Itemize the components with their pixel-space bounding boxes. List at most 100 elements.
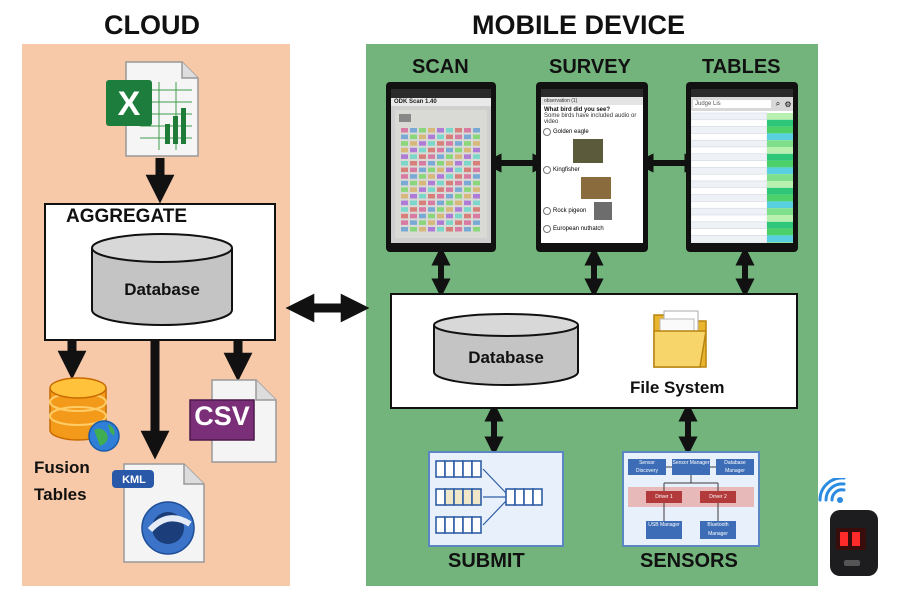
scan-form-cell bbox=[473, 200, 480, 206]
queue-slot bbox=[471, 516, 482, 534]
survey-option-3[interactable]: Rock pigeon bbox=[541, 199, 643, 223]
scan-form-cell bbox=[464, 167, 471, 173]
scan-form-cell bbox=[455, 194, 462, 199]
table-highlight-cell bbox=[767, 174, 793, 181]
tables-search-input[interactable]: Judge Lis bbox=[693, 100, 771, 108]
scan-screen-title: ODK Scan 1.40 bbox=[391, 98, 491, 106]
scan-form-cell bbox=[473, 174, 480, 179]
scan-form-cell bbox=[419, 141, 426, 146]
queue-slot bbox=[462, 460, 473, 478]
scan-form-cell bbox=[455, 187, 462, 192]
survey-top-bar: observation (1) bbox=[541, 97, 643, 105]
scan-form-cell bbox=[401, 207, 408, 212]
scan-form-cell bbox=[410, 154, 417, 159]
scan-form-cell bbox=[410, 187, 417, 192]
survey-phone: observation (1) What bird did you see? S… bbox=[536, 82, 648, 252]
scan-form-cell bbox=[410, 180, 417, 186]
scan-form-cell bbox=[437, 167, 444, 173]
scan-form-cell bbox=[464, 154, 471, 159]
scan-form-cell bbox=[446, 180, 453, 186]
scan-form-cell bbox=[401, 154, 408, 159]
kml-badge-label: KML bbox=[122, 474, 146, 486]
scan-form-cell bbox=[446, 141, 453, 146]
table-row bbox=[691, 221, 768, 229]
survey-screen: observation (1) What bird did you see? S… bbox=[541, 89, 643, 243]
scan-form-cell bbox=[428, 207, 435, 212]
table-highlight-cell bbox=[767, 228, 793, 236]
queue-slot bbox=[453, 516, 464, 534]
scan-form-cell bbox=[428, 141, 435, 146]
survey-option-4[interactable]: European nuthatch bbox=[541, 223, 643, 235]
queue-slot bbox=[514, 488, 525, 506]
scan-form-cell bbox=[446, 187, 453, 192]
scan-form-cell bbox=[464, 207, 471, 212]
settings-icon[interactable]: ⚙ bbox=[784, 99, 792, 109]
table-highlight-cell bbox=[767, 140, 793, 147]
table-row bbox=[691, 112, 768, 121]
scan-form-cell bbox=[419, 213, 426, 219]
survey-option-2[interactable]: Kingfisher bbox=[541, 163, 643, 177]
scan-form-cell bbox=[428, 128, 435, 133]
scan-form-cell bbox=[419, 128, 426, 133]
search-icon[interactable]: ⌕ bbox=[775, 99, 781, 108]
aggregate-label: AGGREGATE bbox=[66, 206, 188, 227]
scan-form-cell bbox=[401, 200, 408, 206]
survey-option-label: Kingfisher bbox=[553, 167, 580, 173]
scan-form-cell bbox=[410, 207, 417, 212]
scan-form-cell bbox=[446, 213, 453, 219]
scan-form-cell bbox=[473, 180, 480, 186]
scan-form-cell bbox=[455, 174, 462, 179]
queue-connector bbox=[482, 500, 507, 526]
scan-form-cell bbox=[410, 161, 417, 166]
scan-label: SCAN bbox=[412, 56, 469, 78]
scan-form-cell bbox=[473, 141, 480, 146]
scan-form-cell bbox=[437, 220, 444, 225]
tables-screen: Judge Lis ⌕ ⚙ bbox=[691, 89, 793, 243]
scan-form-cell bbox=[455, 213, 462, 219]
survey-option-1[interactable]: Golden eagle bbox=[541, 125, 643, 139]
scan-form-cell bbox=[437, 187, 444, 192]
queue-slot bbox=[444, 460, 455, 478]
scan-form-cell bbox=[419, 134, 426, 140]
table-highlight-cell bbox=[767, 208, 793, 215]
scan-form-cell bbox=[473, 220, 480, 225]
scan-form-cell bbox=[437, 147, 444, 153]
kingfisher-image bbox=[581, 177, 611, 199]
csv-label: CSV bbox=[194, 401, 250, 431]
scan-form-cell bbox=[473, 213, 480, 219]
scan-form-cell bbox=[401, 213, 408, 219]
scan-form-cell bbox=[401, 220, 408, 225]
kml-file-icon bbox=[110, 458, 210, 566]
scan-form-cell bbox=[410, 227, 417, 232]
table-row bbox=[691, 228, 768, 236]
scan-form-cell bbox=[419, 161, 426, 166]
scan-form-cell bbox=[446, 128, 453, 133]
scan-form-cell bbox=[428, 194, 435, 199]
file-system-label: File System bbox=[630, 378, 725, 397]
table-row bbox=[691, 201, 768, 209]
scan-form-cell bbox=[428, 167, 435, 173]
scan-form-cell bbox=[419, 220, 426, 225]
scan-form-cell bbox=[401, 147, 408, 153]
survey-option-label: European nuthatch bbox=[553, 226, 604, 232]
table-highlight-cell bbox=[767, 235, 793, 243]
table-row bbox=[691, 167, 768, 175]
scan-form-cell bbox=[437, 194, 444, 199]
scan-form-cell bbox=[401, 128, 408, 133]
scan-form-cell bbox=[410, 134, 417, 140]
queue-slot bbox=[435, 460, 446, 478]
scan-form-cell bbox=[401, 161, 408, 166]
scan-form-cell bbox=[419, 187, 426, 192]
scan-form-cell bbox=[473, 227, 480, 232]
database-manager-box: Database Manager bbox=[716, 459, 754, 475]
table-highlight-cell bbox=[767, 215, 793, 222]
scan-form-cell bbox=[410, 147, 417, 153]
scan-form-cell bbox=[455, 180, 462, 186]
scan-form-cell bbox=[455, 207, 462, 212]
table-highlight-cell bbox=[767, 181, 793, 188]
table-row bbox=[691, 133, 768, 141]
table-row bbox=[691, 139, 768, 148]
scan-form-cell bbox=[473, 161, 480, 166]
tables-phone: Judge Lis ⌕ ⚙ bbox=[686, 82, 798, 252]
table-highlight-cell bbox=[767, 147, 793, 154]
